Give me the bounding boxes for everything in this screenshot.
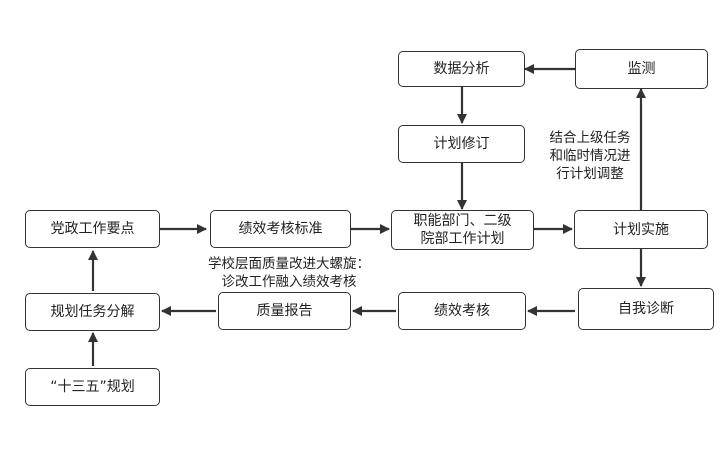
node-label: 自我诊断 — [618, 301, 674, 317]
node-monitor: 监测 — [575, 49, 708, 89]
node-label-lines: 职能部门、二级 院部工作计划 — [414, 212, 512, 248]
node-label: 数据分析 — [433, 61, 490, 77]
node-label: “十三五”规划 — [50, 379, 135, 395]
node-label: 计划实施 — [613, 221, 669, 238]
note-line: 和临时情况进 — [549, 148, 631, 164]
node-performance-assessment: 绩效考核 — [398, 292, 526, 330]
note-line: 行计划调整 — [556, 166, 624, 182]
note-plan-adjustment: 结合上级任务 和临时情况进 行计划调整 — [540, 129, 640, 183]
node-data-analysis: 数据分析 — [398, 51, 525, 87]
node-task-breakdown: 规划任务分解 — [25, 293, 160, 331]
node-performance-standard: 绩效考核标准 — [210, 210, 351, 248]
node-label: 党政工作要点 — [50, 221, 135, 237]
node-self-diagnosis: 自我诊断 — [578, 288, 714, 330]
node-five-year-plan: “十三五”规划 — [25, 368, 160, 406]
node-plan-implement: 计划实施 — [574, 210, 708, 249]
node-label: 监测 — [627, 61, 656, 77]
node-party-work-points: 党政工作要点 — [25, 210, 160, 248]
note-line: 诊改工作融入绩效考核 — [221, 274, 357, 290]
note-line: 学校层面质量改进大螺旋： — [208, 256, 370, 272]
node-label: 质量报告 — [256, 303, 313, 319]
node-label: 规划任务分解 — [50, 304, 135, 320]
node-quality-report: 质量报告 — [218, 292, 351, 330]
node-label: 绩效考核 — [434, 303, 490, 319]
node-department-plan: 职能部门、二级 院部工作计划 — [391, 210, 534, 250]
node-label: 绩效考核标准 — [238, 221, 323, 237]
node-label-line: 院部工作计划 — [420, 231, 505, 247]
node-plan-revise: 计划修订 — [398, 125, 525, 163]
node-label-line: 职能部门、二级 — [413, 213, 512, 229]
note-lines: 学校层面质量改进大螺旋： 诊改工作融入绩效考核 — [196, 255, 382, 291]
note-lines: 结合上级任务 和临时情况进 行计划调整 — [540, 129, 640, 183]
note-quality-spiral: 学校层面质量改进大螺旋： 诊改工作融入绩效考核 — [196, 255, 382, 291]
note-line: 结合上级任务 — [549, 130, 631, 146]
node-label: 计划修订 — [433, 136, 490, 152]
